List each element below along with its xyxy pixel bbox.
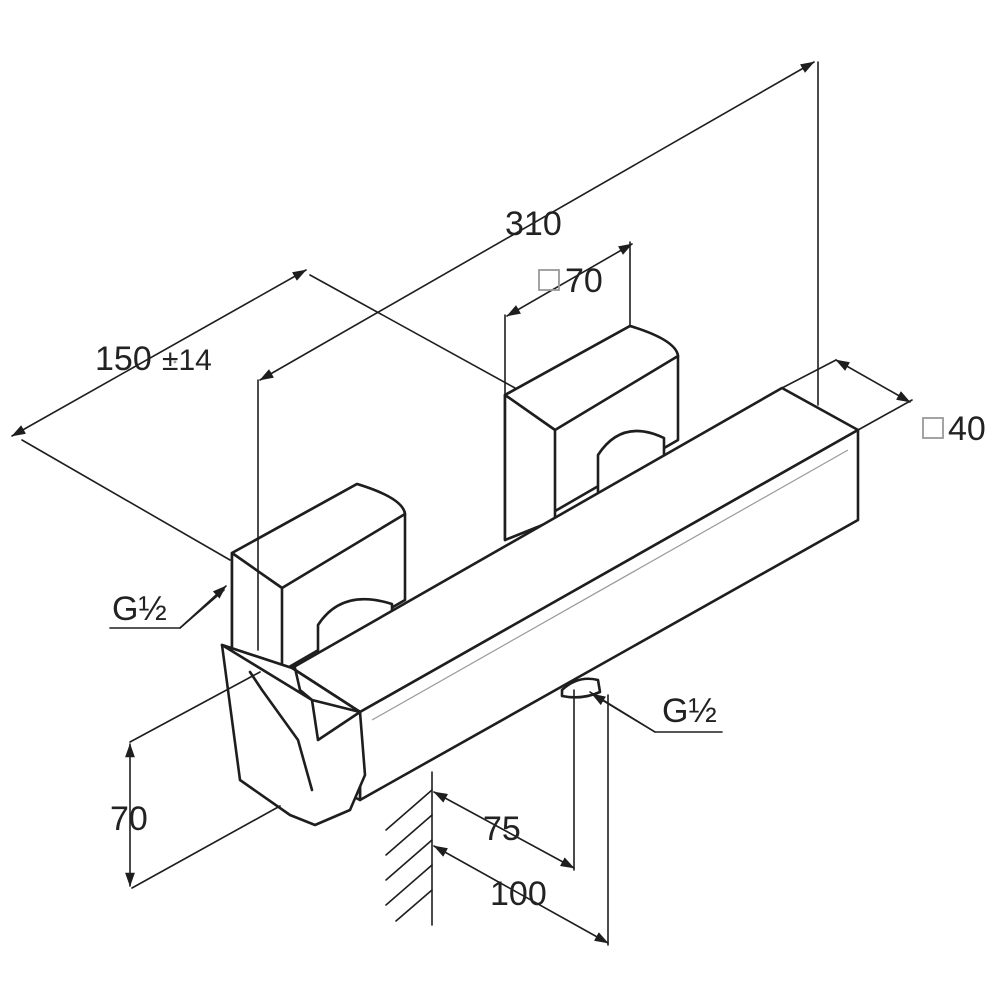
label-spout-height: 70 bbox=[110, 800, 148, 838]
dim-line-310 bbox=[259, 61, 815, 381]
label-rosette-size: 70 bbox=[565, 262, 603, 300]
leader-arrow-g-left bbox=[179, 585, 227, 629]
spout bbox=[220, 643, 367, 827]
label-body-size: 40 bbox=[948, 410, 986, 448]
rosette-front bbox=[230, 482, 407, 702]
dim-line-100 bbox=[433, 845, 609, 944]
dim-line-body bbox=[835, 359, 911, 403]
dim-line-rosette bbox=[506, 243, 633, 317]
label-center-distance: 150 bbox=[95, 340, 152, 378]
square-symbol-body bbox=[922, 417, 944, 439]
label-wall-to-spout: 75 bbox=[483, 810, 521, 848]
label-overall-length: 310 bbox=[505, 205, 562, 243]
label-center-tolerance: ±14 bbox=[162, 344, 212, 377]
label-outlet-thread: G½ bbox=[662, 692, 717, 730]
tolerance-dot bbox=[173, 360, 177, 364]
label-wall-to-outlet: 100 bbox=[490, 875, 547, 913]
dim-line-150 bbox=[11, 269, 307, 437]
label-inlet-thread: G½ bbox=[112, 590, 167, 628]
wall-section bbox=[385, 771, 433, 926]
leader-arrow-g-right bbox=[591, 693, 656, 733]
square-symbol-rosette bbox=[538, 269, 560, 291]
dimension-lines bbox=[11, 61, 911, 944]
